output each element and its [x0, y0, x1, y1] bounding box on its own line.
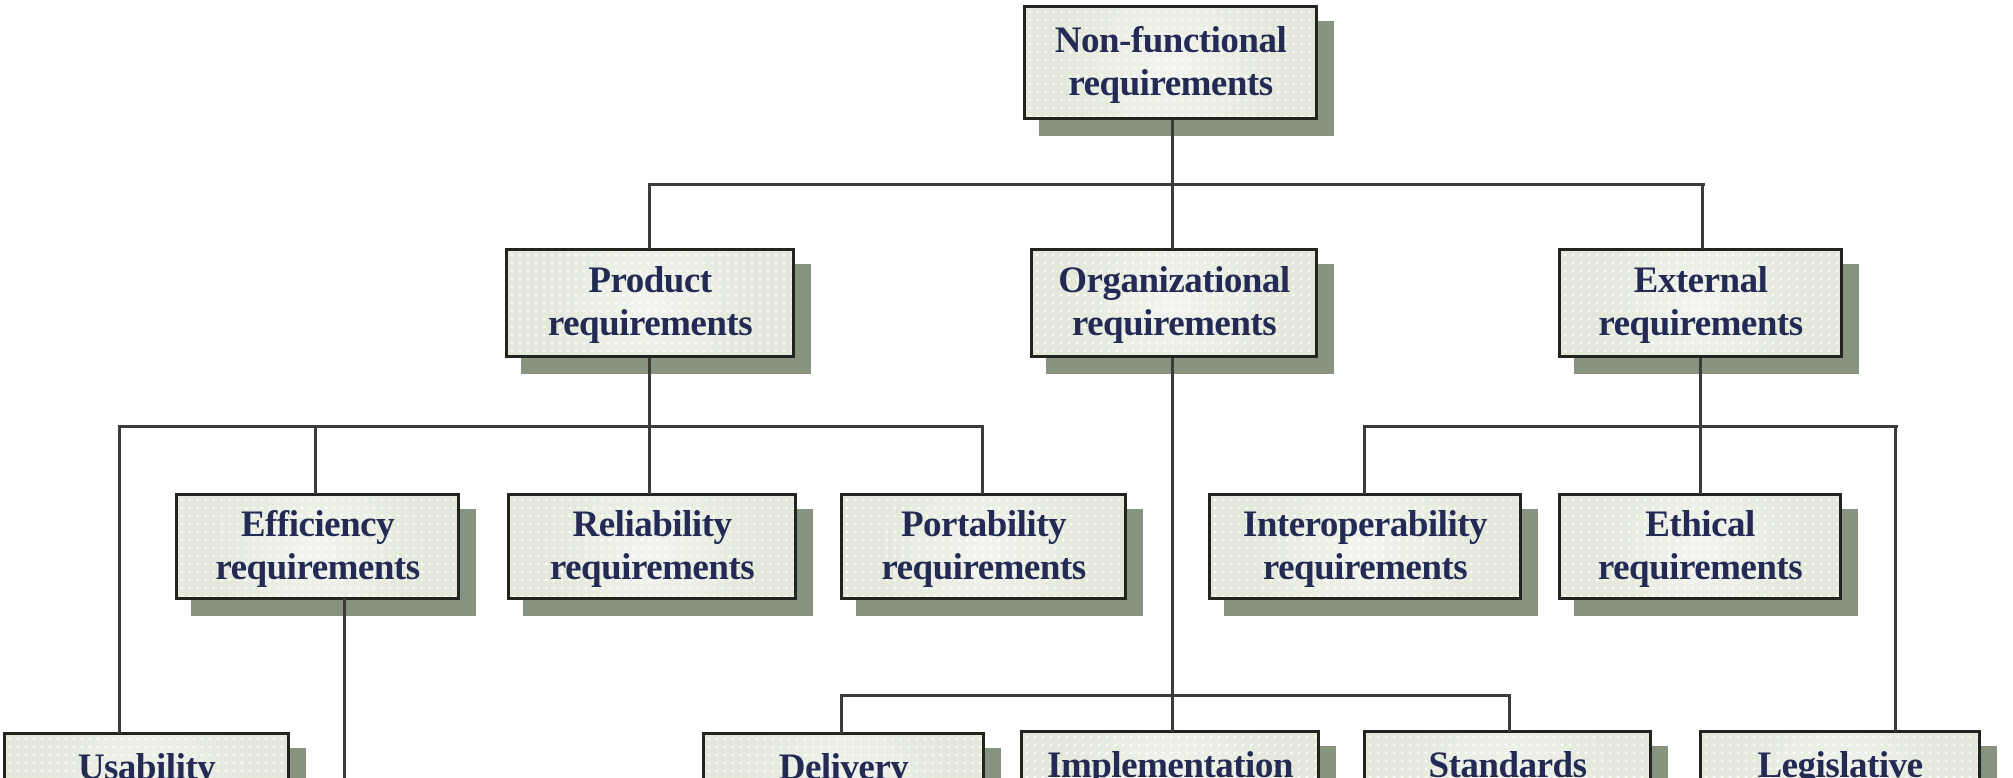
node-non-functional-requirements: Non-functional requirements [1023, 5, 1318, 120]
node-efficiency-requirements: Efficiency requirements [175, 493, 460, 600]
node-ethical-requirements: Ethical requirements [1558, 493, 1842, 600]
connector-drop-delivery [840, 694, 843, 734]
node-label: Efficiency requirements [215, 503, 420, 588]
node-legislative-requirements: Legislative [1699, 730, 1981, 778]
connector-drop-reliability [648, 425, 651, 494]
connector-root-rail [648, 183, 1705, 186]
connector-efficiency-children-stem [343, 598, 346, 778]
node-external-requirements: External requirements [1558, 248, 1843, 358]
connector-drop-legislative [1894, 425, 1897, 732]
node-reliability-requirements: Reliability requirements [507, 493, 797, 600]
connector-drop-portability [981, 425, 984, 494]
node-label: Legislative [1757, 745, 1923, 778]
node-delivery-requirements: Delivery [702, 732, 985, 778]
node-standards-requirements: Standards [1363, 730, 1652, 778]
connector-external-stem [1699, 358, 1702, 426]
node-label: Interoperability requirements [1242, 503, 1488, 588]
connector-product-rail [118, 425, 984, 428]
node-interoperability-requirements: Interoperability requirements [1208, 493, 1522, 600]
connector-external-rail [1363, 425, 1898, 428]
node-label: Delivery [778, 747, 909, 778]
node-label: Implementation [1047, 745, 1293, 778]
node-implementation-requirements: Implementation [1020, 730, 1320, 778]
node-label: Non-functional requirements [1054, 19, 1287, 104]
node-label: Ethical requirements [1597, 503, 1803, 588]
connector-drop-product [648, 183, 651, 249]
connector-drop-external [1701, 183, 1704, 249]
connector-drop-interoperability [1363, 425, 1366, 494]
connector-drop-ethical [1699, 425, 1702, 494]
connector-drop-usability [118, 425, 121, 733]
node-label: Portability requirements [881, 503, 1086, 588]
node-portability-requirements: Portability requirements [840, 493, 1127, 600]
connector-product-stem [648, 358, 651, 426]
connector-drop-standards [1508, 694, 1511, 732]
connector-drop-efficiency [314, 425, 317, 494]
connector-root-stem [1171, 120, 1174, 184]
node-label: Organizational requirements [1058, 260, 1290, 344]
node-label: Reliability requirements [549, 503, 755, 588]
connector-drop-organizational [1171, 183, 1174, 249]
connector-organizational-rail [840, 694, 1511, 697]
node-product-requirements: Product requirements [505, 248, 795, 358]
node-label: Usability [77, 747, 216, 778]
node-usability-requirements: Usability [3, 732, 290, 778]
node-label: External requirements [1598, 260, 1803, 344]
connector-organizational-stem [1171, 358, 1174, 732]
node-label: Product requirements [547, 260, 753, 344]
node-organizational-requirements: Organizational requirements [1030, 248, 1318, 358]
node-label: Standards [1428, 745, 1587, 778]
